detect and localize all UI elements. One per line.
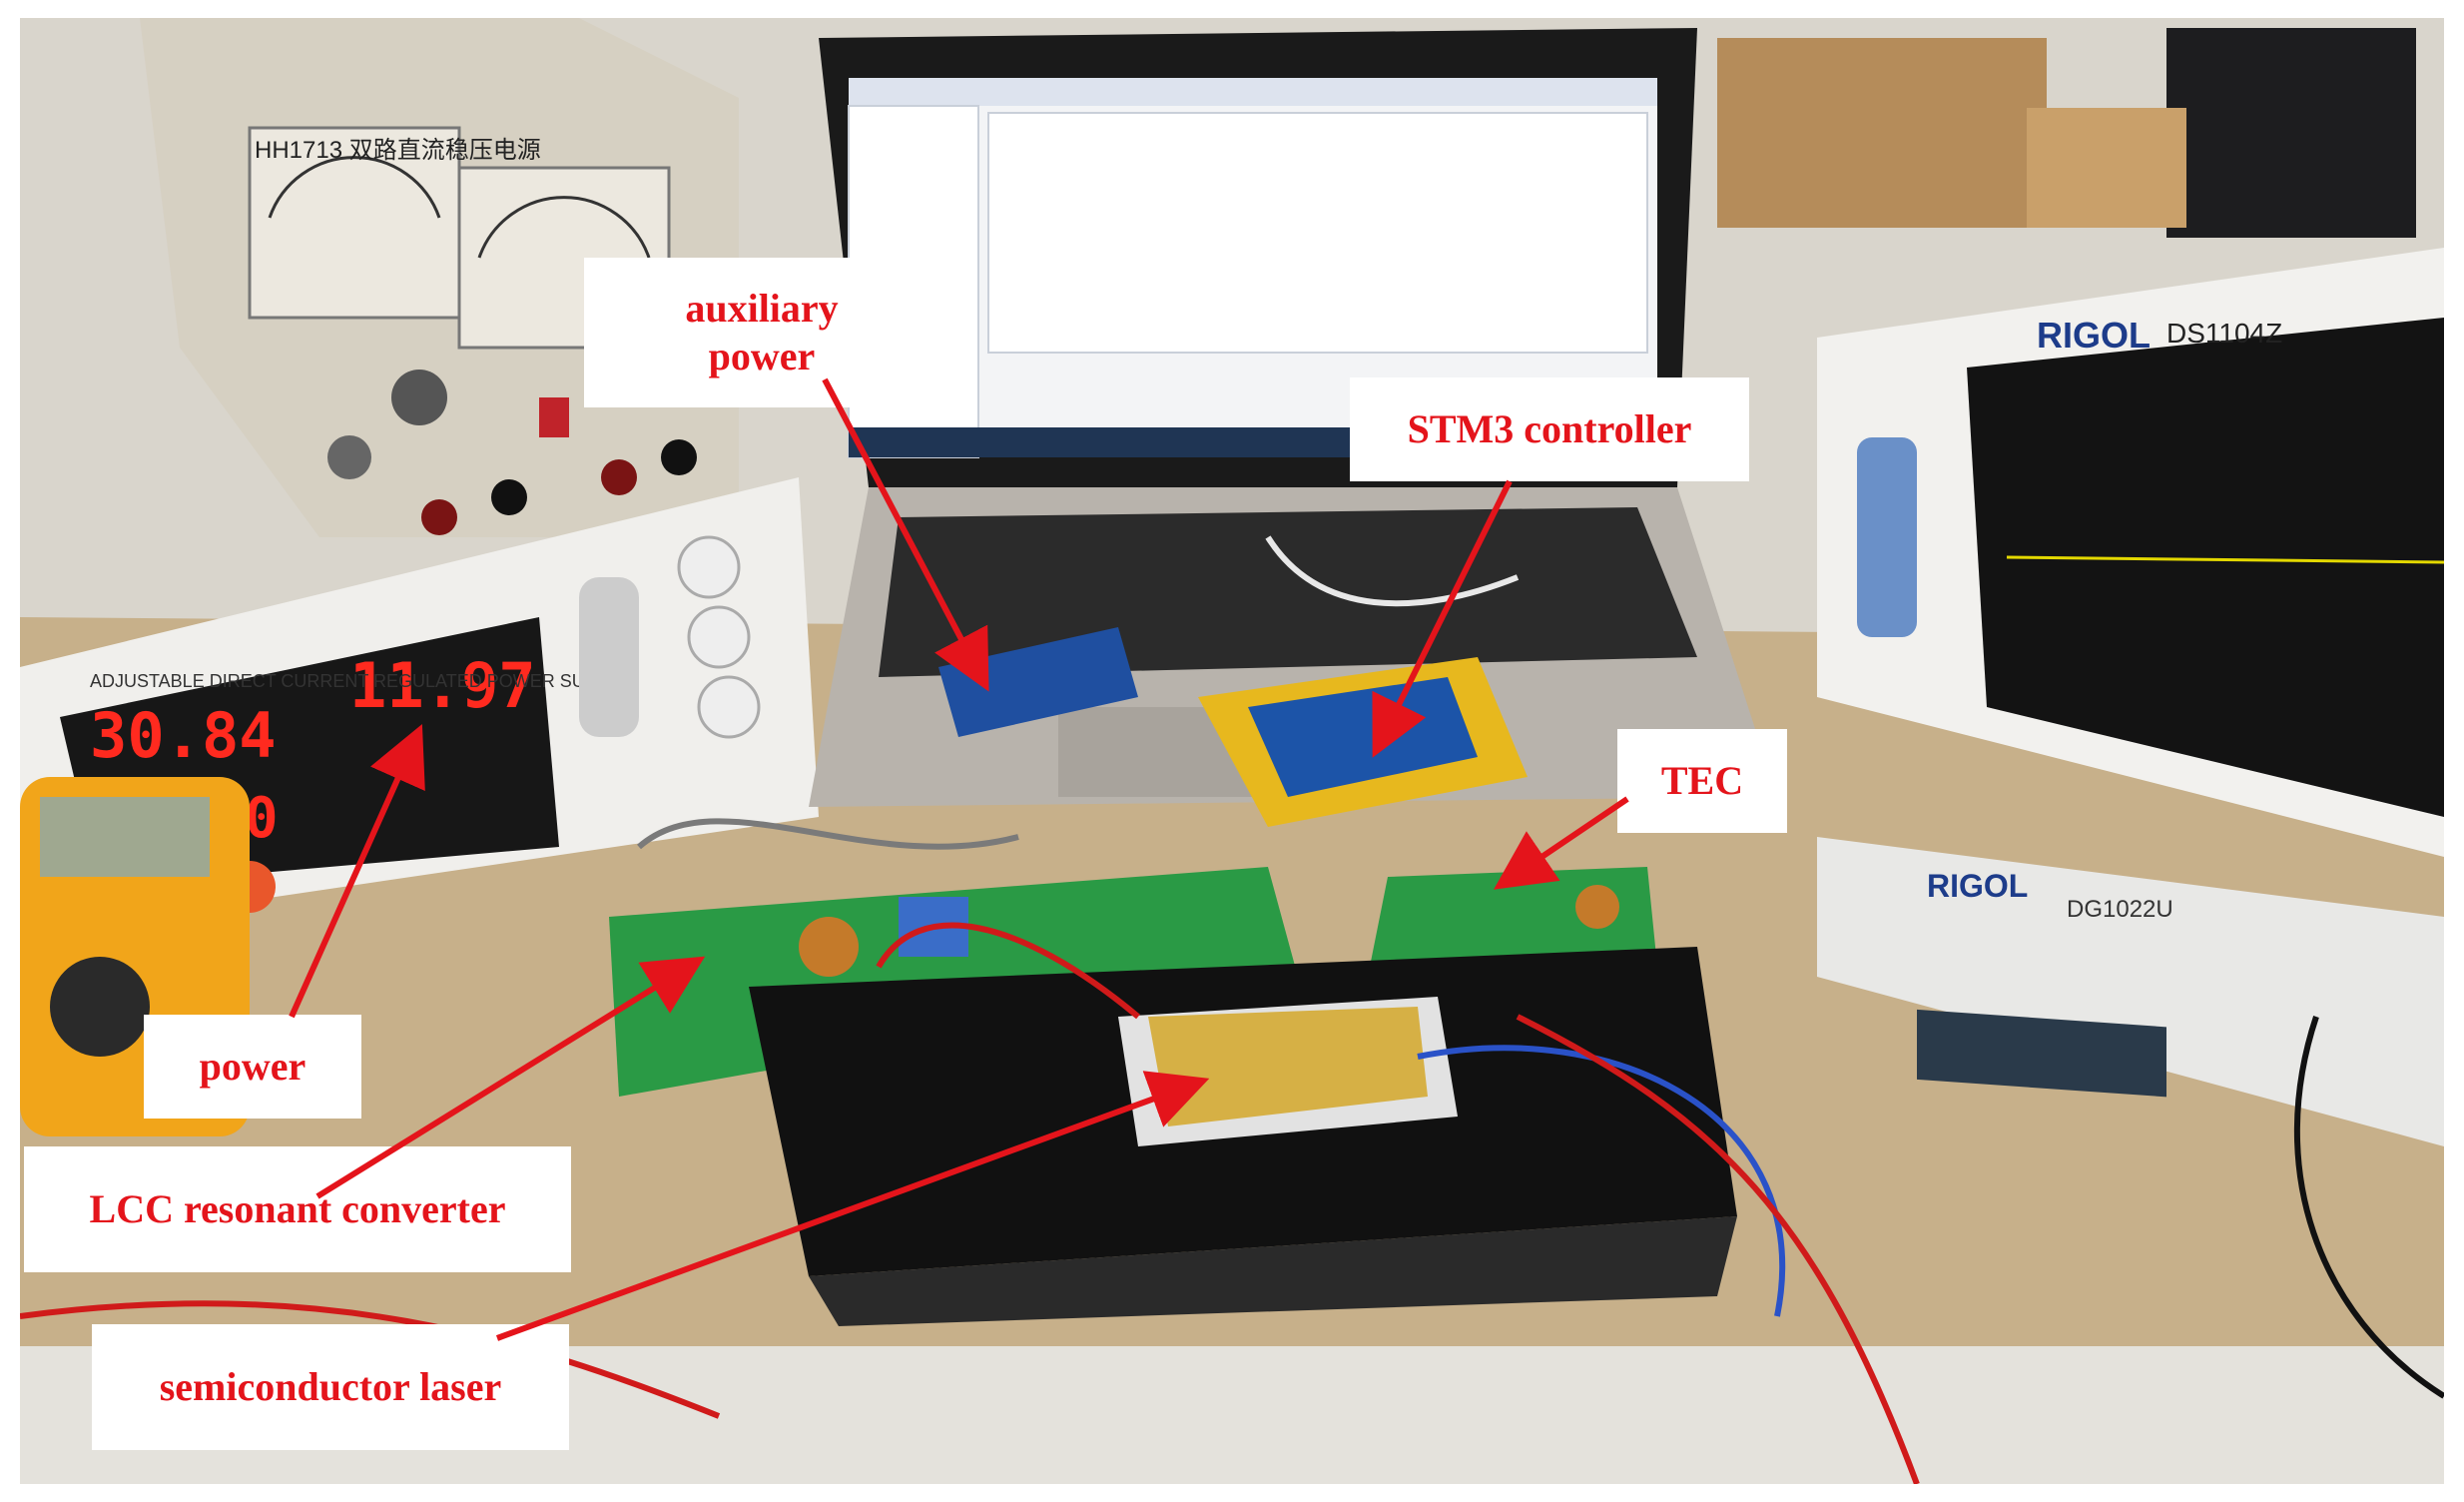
label-semiconductor-laser: semiconductor laser (92, 1324, 569, 1450)
label-power: power (144, 1015, 361, 1119)
svg-text:DS1104Z: DS1104Z (2166, 318, 2282, 349)
svg-text:11.97: 11.97 (349, 649, 536, 722)
svg-text:RIGOL: RIGOL (1927, 868, 2028, 904)
svg-text:HH1713 双路直流稳压电源: HH1713 双路直流稳压电源 (255, 137, 541, 164)
cardboard-box (1717, 38, 2047, 228)
laser-heatsink (749, 947, 1737, 1326)
label-auxiliary-power: auxiliary power (584, 258, 939, 407)
label-tec: TEC (1617, 729, 1787, 833)
auxiliary-power-board (938, 627, 1138, 737)
svg-text:DG1022U: DG1022U (2067, 896, 2173, 923)
label-stm3-controller: STM3 controller (1350, 377, 1749, 481)
signal-generator: RIGOL DG1022U (1817, 837, 2444, 1146)
black-case (2166, 28, 2416, 238)
label-lcc-resonant-converter: LCC resonant converter (24, 1146, 571, 1272)
laptop (809, 28, 1777, 807)
analog-power-supply: HH1713 双路直流稳压电源 (140, 18, 739, 537)
shelf-box (2027, 108, 2186, 228)
tec-board (1368, 867, 1657, 977)
svg-text:ADJUSTABLE DIRECT CURRENT REGU: ADJUSTABLE DIRECT CURRENT REGULATED POWE… (90, 671, 629, 691)
svg-text:RIGOL: RIGOL (2037, 315, 2151, 356)
svg-text:30.84: 30.84 (90, 699, 277, 772)
oscilloscope: RIGOL DS1104Z (1817, 248, 2444, 857)
